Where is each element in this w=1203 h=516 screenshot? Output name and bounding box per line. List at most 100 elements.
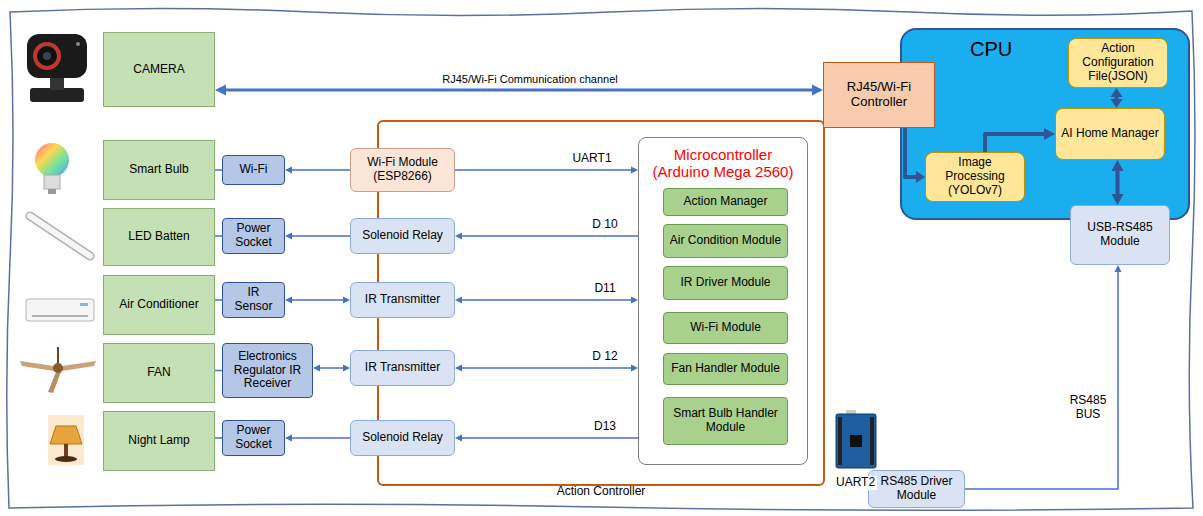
connector (285, 167, 350, 174)
connector-line (965, 270, 1118, 489)
node-label: USB-RS485 Module (1075, 221, 1165, 249)
connector-line (460, 299, 633, 301)
microcontroller-box: Microcontroller (Arduino Mega 2560)Actio… (638, 137, 808, 465)
node-label: Wi-Fi Module (690, 321, 761, 335)
node-label: IR Transmitter (365, 361, 440, 375)
connector-line (460, 235, 638, 237)
interface-box: IR Sensor (222, 282, 285, 318)
connector-line (905, 128, 919, 177)
connector-line (215, 299, 222, 301)
ac-vent (32, 315, 88, 317)
fan-icon (20, 347, 96, 393)
node-label: IR Driver Module (680, 276, 770, 290)
signal-label: UART2 (834, 476, 877, 490)
ac-body (26, 299, 94, 321)
cpu-panel: CPURJ45/Wi-Fi ControllerAction Configura… (900, 28, 1190, 220)
interface-box: Electronics Regulator IR Receiver (222, 343, 313, 398)
lamp-stem (64, 444, 68, 457)
connector (455, 297, 638, 304)
arrow-head (812, 85, 823, 96)
node-label: CPU (970, 38, 1012, 61)
connector (215, 370, 222, 371)
connector (965, 265, 1122, 489)
process-box: Action Configuration File(JSON) (1068, 38, 1168, 88)
batten-tube (30, 216, 90, 256)
arrow-head (285, 167, 292, 174)
connector (215, 300, 222, 301)
software-module-box: Air Condition Module (663, 224, 788, 258)
connector (455, 167, 638, 174)
camera-dot (76, 42, 80, 46)
device-box: Air Conditioner (103, 275, 215, 335)
node-label: LED Batten (128, 230, 189, 244)
connector-line (290, 235, 350, 237)
connector (455, 435, 638, 442)
connector-line (460, 367, 633, 369)
software-module-box: Fan Handler Module (663, 353, 788, 385)
arrow-head (455, 365, 462, 372)
interface-box: Wi-Fi (222, 155, 285, 185)
driver-box: IR Transmitter (350, 282, 455, 318)
software-module-box: IR Driver Module (663, 266, 788, 300)
fan-rod (57, 347, 59, 364)
driver-box: RS485 Driver Module (868, 470, 965, 508)
edge-label: D 10 (590, 218, 619, 232)
connector-line (460, 437, 638, 439)
air-conditioner-icon (26, 299, 94, 321)
connector-line (318, 367, 345, 369)
fan-hub (53, 363, 63, 373)
label-holder: RJ45/Wi-Fi Communication channel (440, 73, 619, 86)
node-label: Action Manager (683, 195, 767, 209)
smart-bulb-icon (35, 143, 69, 194)
connector (455, 365, 638, 372)
device-box: Night Lamp (103, 411, 215, 471)
led-batten-icon (30, 216, 90, 256)
arrow-head (285, 435, 292, 442)
driver-box: USB-RS485 Module (1070, 205, 1170, 265)
label-holder: UART2 (834, 476, 877, 490)
arrow-head (455, 297, 462, 304)
controller-box: RJ45/Wi-Fi Controller (823, 62, 935, 128)
night-lamp-icon (48, 415, 84, 465)
fan-blade (48, 372, 61, 393)
connector (1111, 88, 1123, 108)
ac-display (80, 303, 88, 306)
camera-base (30, 88, 84, 102)
connector-line (1116, 168, 1120, 198)
arrow-head (285, 297, 292, 304)
bulb-base (44, 175, 60, 189)
node-label: Air Condition Module (670, 234, 781, 248)
arrow-head (1115, 265, 1122, 272)
connector (285, 297, 350, 304)
label-holder: D11 (592, 282, 617, 296)
connector-line (223, 89, 816, 92)
connector-line (290, 169, 350, 171)
board-chip (850, 435, 862, 447)
interface-box: Power Socket (222, 420, 285, 456)
wifi-module-box: Wi-Fi Module (ESP8266) (350, 148, 455, 192)
connector-line (215, 370, 222, 372)
arrow-head (343, 297, 350, 304)
lamp-foot (55, 456, 77, 462)
driver-box: Solenoid Relay (350, 218, 455, 254)
arrow-head (455, 435, 462, 442)
node-label: IR Transmitter (365, 293, 440, 307)
edge-label: D11 (592, 282, 617, 296)
camera-head (27, 34, 87, 78)
connector (1112, 160, 1124, 205)
board-header (870, 417, 874, 465)
connector (455, 233, 638, 240)
node-label: Action Controller (379, 485, 823, 499)
connector (215, 85, 823, 96)
process-box: AI Home Manager (1055, 108, 1165, 160)
connector (215, 170, 222, 171)
node-label: Smart Bulb Handler Module (668, 407, 783, 435)
node-label: RS485 Driver Module (873, 475, 960, 503)
node-label: CAMERA (133, 63, 184, 77)
lamp-glow (48, 415, 84, 465)
node-label: Solenoid Relay (362, 431, 443, 445)
arrow-head (343, 365, 350, 372)
connector (215, 438, 222, 439)
arrow-head (215, 85, 226, 96)
signal-label: RS485 BUS (1064, 394, 1112, 422)
